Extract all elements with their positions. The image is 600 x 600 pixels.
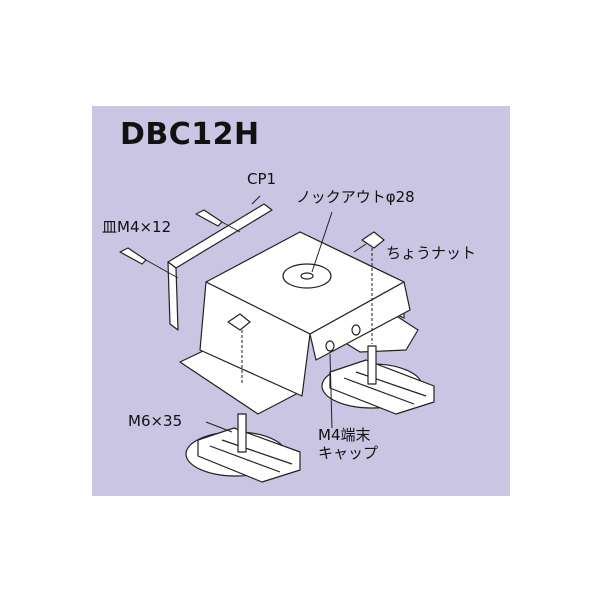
label-cp1: CP1: [247, 170, 277, 188]
left-bolt: [237, 413, 247, 453]
right-foot-clamp: [329, 359, 435, 415]
wing-nut-top: [361, 231, 385, 249]
bracket-front-wall: [199, 281, 311, 397]
end-cap-1: [351, 324, 361, 336]
label-end-cap-line1: M4端末: [318, 426, 371, 444]
diagram-title: DBC12H: [120, 117, 260, 152]
left-foot-clamp: [197, 427, 301, 483]
right-bolt: [367, 345, 377, 385]
label-knockout: ノックアウトφ28: [296, 188, 415, 206]
screw-top: [195, 209, 223, 227]
screw-bottom: [119, 247, 147, 265]
label-wing-nut: ちょうナット: [386, 244, 477, 262]
bracket-right-lip: [309, 281, 411, 361]
wing-nut-left: [227, 313, 251, 331]
end-cap-2: [325, 340, 335, 352]
label-bolt: M6×35: [128, 412, 183, 430]
cp1-flange: [167, 261, 179, 331]
label-dish-screw: 皿M4×12: [102, 218, 172, 236]
label-end-cap-line2: キャップ: [318, 444, 379, 462]
